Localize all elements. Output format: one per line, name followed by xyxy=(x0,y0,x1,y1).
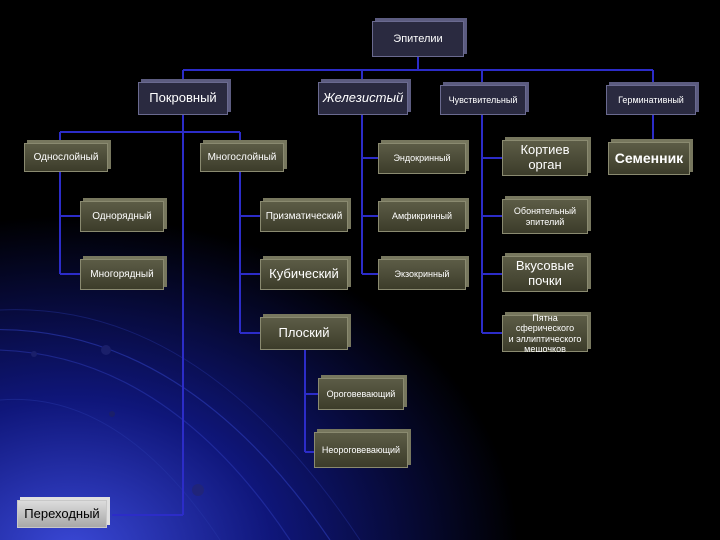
node-semennik: Семенник xyxy=(608,142,690,175)
node-prizmatichesky: Призматический xyxy=(260,201,348,232)
node-plosky: Плоский xyxy=(260,317,348,350)
node-neorogovevayushchy: Неороговевающий xyxy=(314,432,408,468)
node-orogovevayushchy: Ороговевающий xyxy=(318,378,404,410)
decorative-dot xyxy=(192,484,204,496)
node-zhelezisty: Железистый xyxy=(318,82,408,115)
node-chuvstvitelny: Чувствительный xyxy=(440,85,526,115)
node-mnogosloyny: Многослойный xyxy=(200,143,284,172)
node-epithelia-root: Эпителии xyxy=(372,21,464,57)
node-endokrinny: Эндокринный xyxy=(378,143,466,174)
node-amfikrinny: Амфикринный xyxy=(378,201,466,232)
node-odnoryadny: Однорядный xyxy=(80,201,164,232)
node-germinativny: Герминативный xyxy=(606,85,696,115)
node-vkusovye-pochki: Вкусовые почки xyxy=(502,256,588,292)
node-kubichesky: Кубический xyxy=(260,259,348,290)
decorative-dot xyxy=(109,411,115,417)
decorative-dot xyxy=(101,345,111,355)
node-mnogoryadny: Многорядный xyxy=(80,259,164,290)
node-kortiev-organ: Кортиев орган xyxy=(502,140,588,176)
node-odnosloyny: Однослойный xyxy=(24,143,108,172)
decorative-dot xyxy=(31,351,37,357)
node-pokrovny: Покровный xyxy=(138,82,228,115)
node-obonyatelny-epitely: Обонятельный эпителий xyxy=(502,199,588,234)
node-ekzokrinny: Экзокринный xyxy=(378,259,466,290)
node-perekhodny: Переходный xyxy=(17,500,107,528)
node-pyatna-meshochkov: Пятна сферического и эллиптического мешо… xyxy=(502,313,588,354)
